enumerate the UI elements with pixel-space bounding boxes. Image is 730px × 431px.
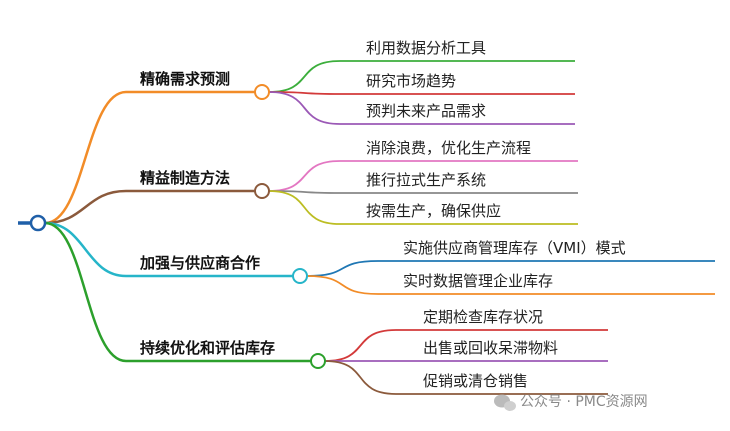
- watermark-text: 公众号 · PMC资源网: [520, 394, 648, 410]
- branch-4-leaf-3-edge: [324, 360, 608, 395]
- branch-2-node: [254, 183, 270, 199]
- branch-2-edge: [44, 189, 255, 225]
- branch-1-leaf-2-label: 研究市场趋势: [366, 72, 456, 90]
- branch-4-leaf-1-edge: [324, 329, 608, 362]
- branch-1-leaf-3-edge: [268, 91, 575, 125]
- branch-4-label: 持续优化和评估库存: [140, 339, 275, 357]
- branch-2-leaf-1-edge: [268, 160, 578, 192]
- root-node: [29, 214, 47, 232]
- watermark: 公众号 · PMC资源网: [494, 394, 648, 411]
- branch-3-leaf-2-edge: [306, 275, 715, 295]
- branch-4-leaf-2-label: 出售或回收呆滞物料: [423, 339, 558, 357]
- branch-2-leaf-3-label: 按需生产，确保供应: [366, 202, 501, 220]
- mind-map-nodes: [29, 84, 326, 369]
- branch-3-leaf-1-label: 实施供应商管理库存（VMI）模式: [403, 239, 626, 257]
- branch-4-leaf-1-label: 定期检查库存状况: [423, 308, 543, 326]
- branch-4-edge: [44, 221, 311, 363]
- branch-2-leaf-1-label: 消除浪费，优化生产流程: [366, 139, 531, 157]
- branch-1-leaf-1-label: 利用数据分析工具: [366, 39, 486, 57]
- branch-3-leaf-2-label: 实时数据管理企业库存: [403, 272, 553, 290]
- branch-3-node: [292, 268, 308, 284]
- branch-3-edge: [44, 221, 293, 278]
- branch-1-edge: [44, 90, 255, 225]
- branch-4-leaf-3-label: 促销或清仓销售: [423, 372, 528, 390]
- branch-1-leaf-3-label: 预判未来产品需求: [366, 102, 486, 120]
- branch-2-leaf-2-label: 推行拉式生产系统: [366, 171, 486, 189]
- branch-2-leaf-3-edge: [268, 190, 578, 225]
- branch-1-leaf-2-edge: [268, 91, 575, 95]
- wechat-icon: [494, 394, 516, 411]
- branch-1-node: [254, 84, 270, 100]
- branch-3-label: 加强与供应商合作: [139, 254, 260, 272]
- branch-1-label: 精确需求预测: [140, 70, 230, 88]
- branch-4-node: [310, 353, 326, 369]
- branch-2-leaf-2-edge: [268, 190, 578, 194]
- mind-map-edges: [18, 60, 715, 395]
- branch-3-leaf-1-edge: [306, 260, 715, 277]
- branch-2-label: 精益制造方法: [140, 169, 230, 187]
- branch-1-leaf-1-edge: [268, 60, 575, 93]
